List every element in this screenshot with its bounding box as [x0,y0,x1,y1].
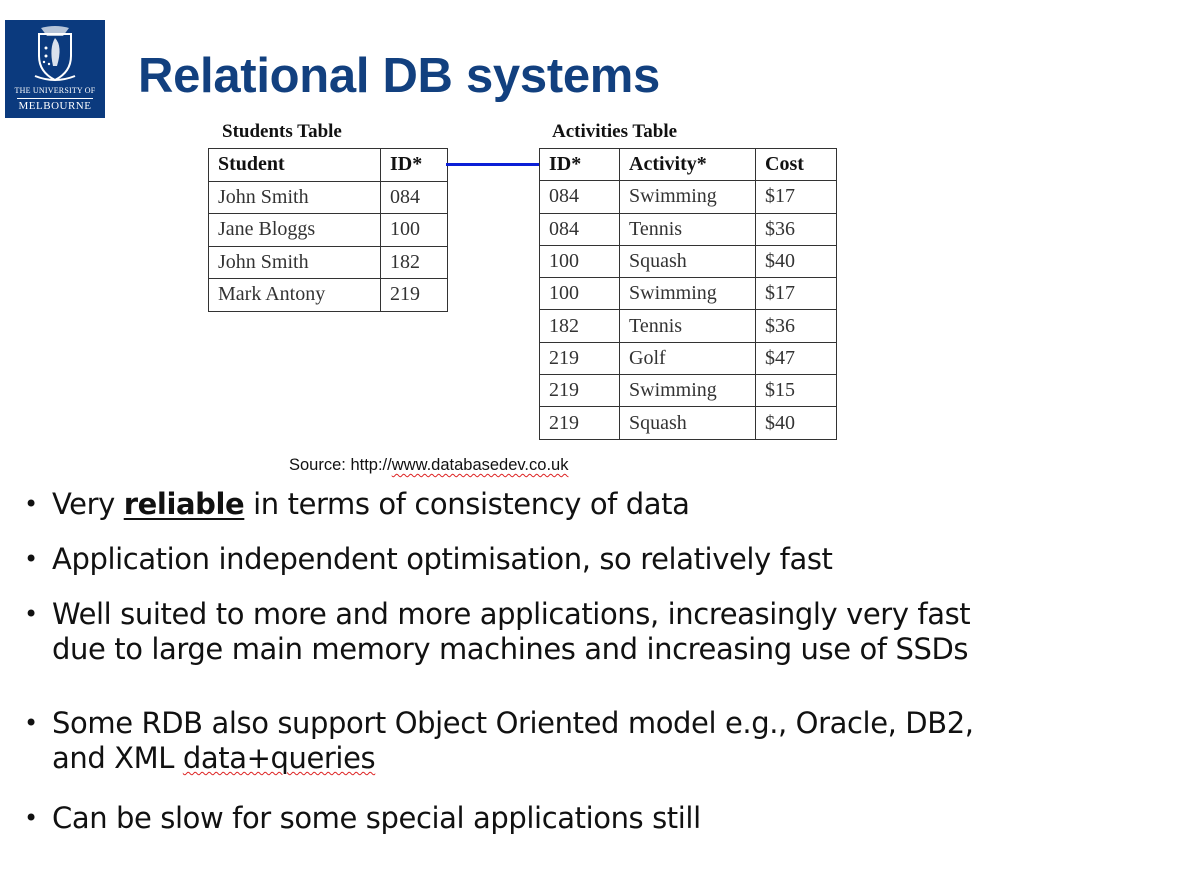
cell-id: 084 [539,180,620,214]
cell-id: 219 [539,374,620,408]
cell-cost: $36 [755,309,837,343]
table-row: Jane Bloggs 100 [208,213,448,247]
cell-id: 219 [380,278,448,312]
table-row: 100 Squash $40 [539,244,837,279]
table-row: 219 Squash $40 [539,406,837,440]
activities-table-caption: Activities Table [552,121,678,142]
cell-cost: $15 [755,374,837,408]
bullet-dot-icon: • [24,709,39,737]
bullet-text: Can be slow for some special application… [52,801,701,835]
cell-cost: $47 [755,341,837,376]
activities-table: ID* Activity* Cost 084 Swimming $17 084 … [539,147,837,440]
bullet-text-post: in terms of consistency of data [244,487,690,521]
cell-id: 219 [539,341,620,376]
table-row: 100 Swimming $17 [539,277,837,311]
cell-id: 182 [539,309,620,343]
cell-activity: Squash [619,244,756,279]
header-cost: Cost [755,147,837,182]
cell-id: 100 [380,213,448,247]
cell-student: Mark Antony [208,278,381,312]
table-row: 219 Golf $47 [539,341,837,376]
table-row: John Smith 182 [208,245,448,279]
bullet-text-pre: and XML [52,741,183,775]
table-row: 182 Tennis $36 [539,309,837,343]
logo-line1: THE UNIVERSITY OF [14,86,96,95]
logo-line2: MELBOURNE [18,100,92,112]
cell-cost: $17 [755,277,837,311]
cell-student: Jane Bloggs [208,213,381,247]
table-row: John Smith 084 [208,180,448,214]
cell-cost: $36 [755,212,837,246]
table-header-row: ID* Activity* Cost [539,147,837,182]
bullet-dot-icon: • [24,545,39,573]
cell-activity: Tennis [619,212,756,246]
table-row: Mark Antony 219 [208,278,448,312]
bullet-text-pre: Very [52,487,124,521]
table-header-row: Student ID* [208,148,448,182]
cell-activity: Swimming [619,277,756,311]
slide-title: Relational DB systems [138,49,661,103]
bullet-text-continued: and XML data+queries [52,741,376,776]
spellcheck-flagged-text: data+queries [182,741,376,775]
logo-divider [17,98,93,99]
bullet-text: Very reliable in terms of consistency of… [52,487,690,522]
cell-student: John Smith [208,180,381,214]
header-student: Student [208,148,381,182]
table-row: 084 Swimming $17 [539,180,837,214]
bullet-dot-icon: • [24,804,39,832]
cell-activity: Squash [619,406,756,440]
source-link[interactable]: www.databasedev.co.uk [391,456,569,474]
table-row: 084 Tennis $36 [539,212,837,246]
cell-id: 100 [539,277,620,311]
crest-icon [34,26,76,82]
source-citation: Source: http://www.databasedev.co.uk [289,456,568,475]
header-id: ID* [539,147,620,182]
cell-id: 182 [380,245,448,279]
cell-id: 084 [380,180,448,214]
bullet-dot-icon: • [24,600,39,628]
bullet-text: Well suited to more and more application… [52,597,971,631]
cell-student: John Smith [208,245,381,279]
source-prefix: Source: http:// [289,456,392,474]
relation-connector-line [446,163,540,166]
bullet-text: Application independent optimisation, so… [52,542,833,576]
cell-activity: Tennis [619,309,756,343]
students-table: Student ID* John Smith 084 Jane Bloggs 1… [208,148,448,312]
cell-activity: Golf [619,341,756,376]
cell-activity: Swimming [619,180,756,214]
cell-cost: $40 [755,406,837,440]
bullet-emphasis: reliable [123,487,245,521]
bullet-text: Some RDB also support Object Oriented mo… [52,706,974,740]
header-id: ID* [380,148,448,182]
cell-activity: Swimming [619,374,756,408]
cell-cost: $17 [755,180,837,214]
cell-id: 219 [539,406,620,440]
cell-id: 084 [539,212,620,246]
students-table-caption: Students Table [222,121,342,142]
cell-cost: $40 [755,244,837,279]
university-logo: THE UNIVERSITY OF MELBOURNE [5,20,105,118]
bullet-dot-icon: • [24,490,39,518]
table-row: 219 Swimming $15 [539,374,837,408]
cell-id: 100 [539,244,620,279]
header-activity: Activity* [619,147,756,182]
bullet-text-continued: due to large main memory machines and in… [52,632,969,666]
